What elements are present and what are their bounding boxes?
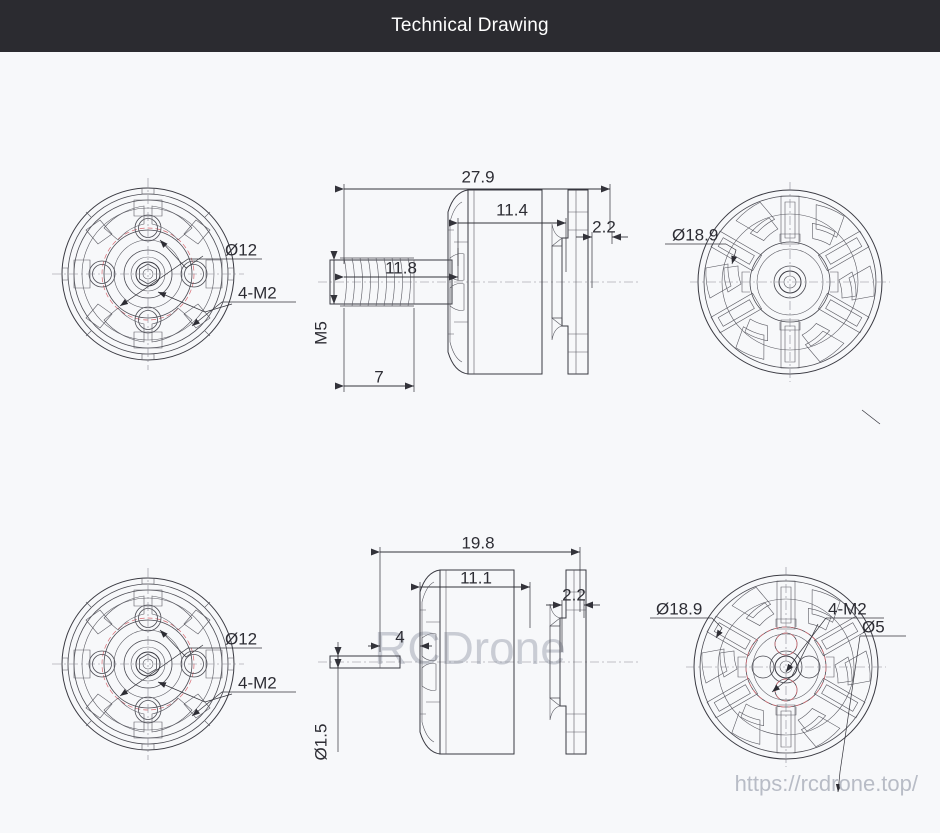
- page-title: Technical Drawing: [391, 15, 549, 36]
- label-4m2-bell: 4-M2: [828, 599, 867, 618]
- dim-2-2-upper: [576, 232, 628, 288]
- dim-11-1: [411, 582, 531, 638]
- label-4m2-upper: 4-M2: [238, 283, 277, 302]
- drawing-canvas: RCDrone Ø12 4-M2: [0, 52, 940, 833]
- dim-label-11-8: 11.8: [385, 258, 417, 277]
- dim-label-4: 4: [395, 627, 404, 646]
- leader-4m2-lower: [157, 681, 296, 717]
- dim-label-2-2-lower: 2.2: [562, 585, 586, 604]
- label-dia12-lower: Ø12: [225, 629, 257, 648]
- page-header: Technical Drawing: [0, 0, 940, 52]
- dim-label-27-9: 27.9: [461, 167, 494, 186]
- label-dia12-upper: Ø12: [225, 240, 257, 259]
- leader-dia5: [835, 635, 906, 793]
- dim-label-11-4: 11.4: [496, 200, 528, 219]
- dim-27-9: [335, 184, 611, 252]
- view-side-section-lower: 19.8 11.1 2.2 4: [311, 533, 640, 760]
- view-bell-face-upper: Ø18.9: [665, 182, 890, 425]
- dim-label-11-1: 11.1: [460, 568, 492, 587]
- view-bell-face-lower: Ø18.9 4-M2 Ø5: [650, 567, 906, 793]
- dim-label-m5: M5: [311, 321, 330, 345]
- label-dia189-upper: Ø18.9: [672, 225, 718, 244]
- dim-11-8: [335, 248, 459, 281]
- leader-4m2-upper: [157, 291, 296, 327]
- leader-dia12-lower: [119, 629, 262, 697]
- dim-label-19-8: 19.8: [461, 533, 494, 552]
- label-4m2-lower: 4-M2: [238, 673, 277, 692]
- leader-dia189-upper: [665, 243, 738, 265]
- leader-dia189-lower: [650, 617, 723, 639]
- threaded-shaft-upper: [329, 257, 453, 307]
- dim-label-2-2-upper: 2.2: [592, 217, 616, 236]
- leader-4m2-bell: [771, 617, 884, 693]
- dim-7: [335, 308, 415, 392]
- view-side-section-upper: 27.9 11.4 2.2 11.8: [311, 167, 640, 392]
- label-dia5: Ø5: [862, 617, 885, 636]
- view-bottom-face-upper: Ø12 4-M2: [52, 178, 296, 370]
- dim-label-7: 7: [374, 367, 383, 386]
- plain-shaft-lower: [329, 655, 401, 669]
- brand-watermark: RCDrone: [374, 622, 566, 674]
- label-dia189-lower: Ø18.9: [656, 599, 702, 618]
- url-watermark: https://rcdrone.top/: [735, 771, 919, 796]
- dim-4: [368, 632, 432, 652]
- leader-dia12-upper: [119, 239, 262, 307]
- dim-label-dia1-5: Ø1.5: [311, 724, 330, 761]
- dim-19-8: [371, 547, 581, 632]
- dim-2-2-lower: [546, 600, 600, 652]
- view-bottom-face-lower: Ø12 4-M2: [52, 568, 296, 760]
